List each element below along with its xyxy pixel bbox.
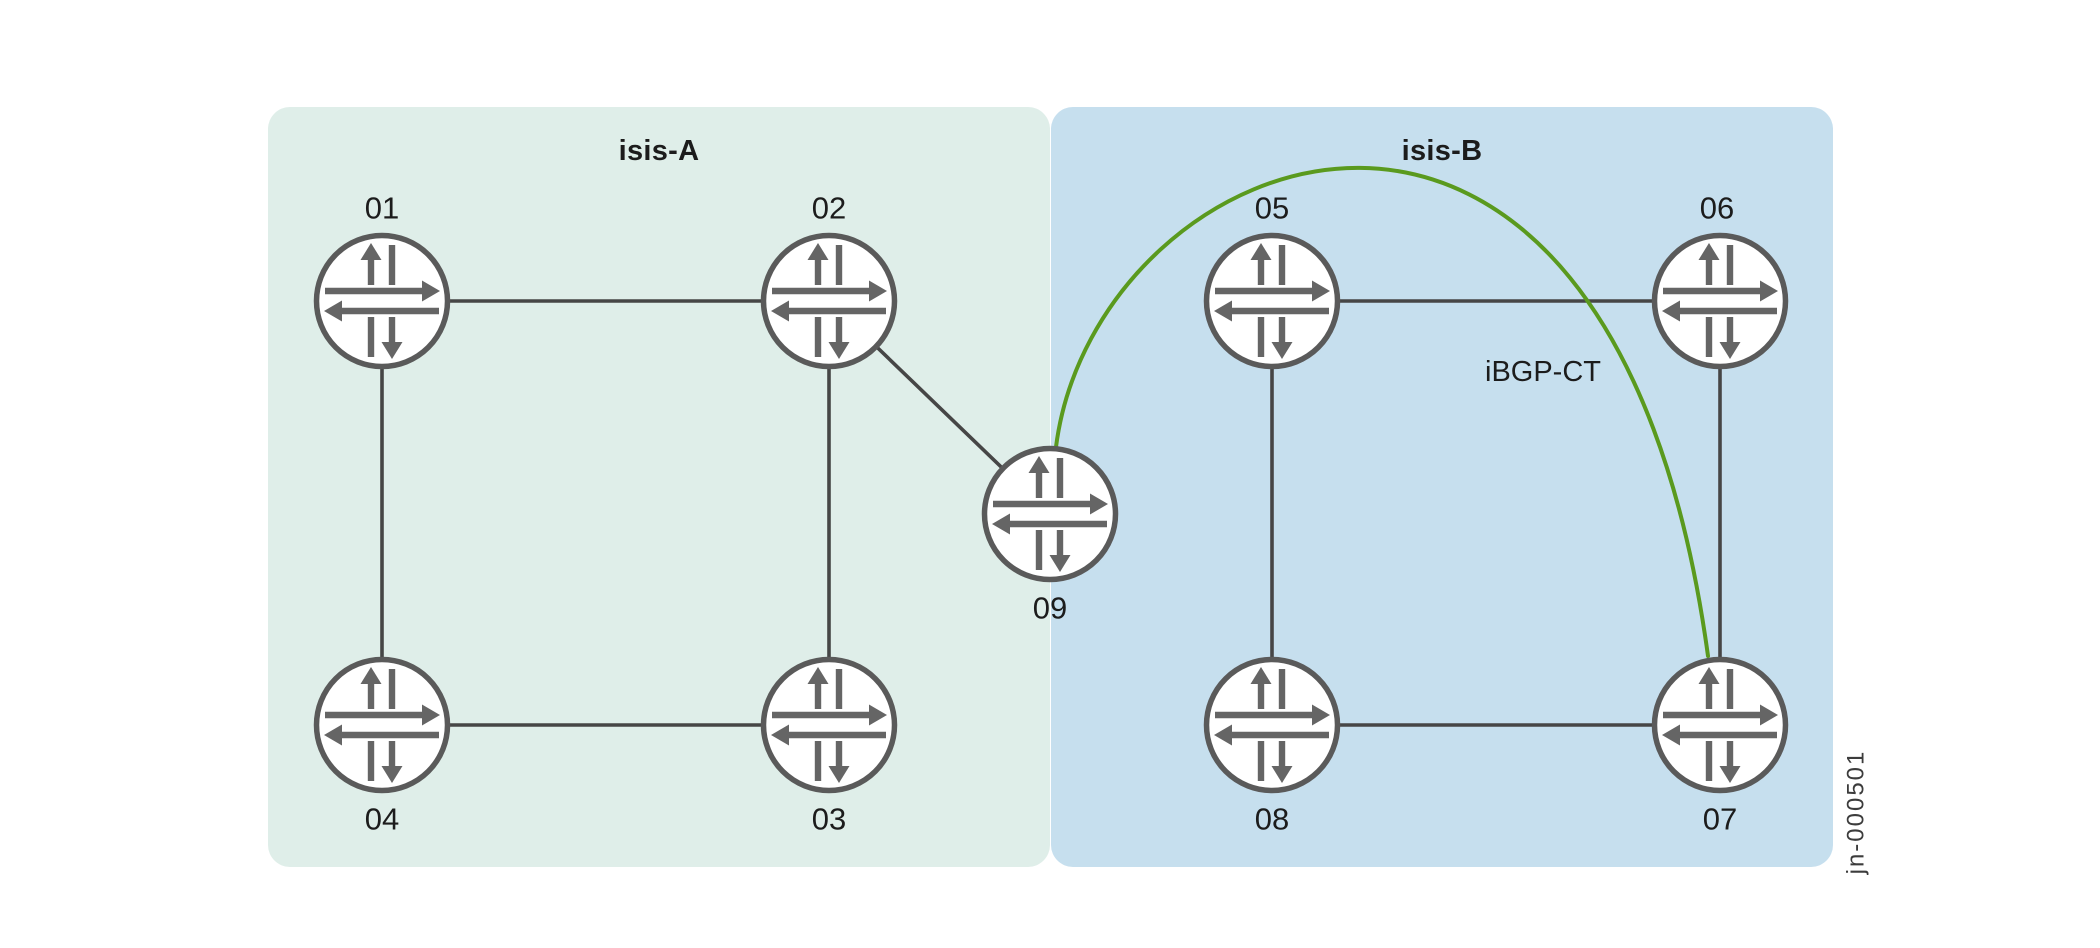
physical-links: [380, 299, 1722, 727]
router-node-06: [1655, 236, 1786, 367]
zone-isis-b-title: isis-B: [1401, 135, 1483, 167]
ibgp-ct-arc: [1054, 165, 1710, 658]
node-label-02: 02: [812, 191, 846, 226]
node-label-01: 01: [365, 191, 399, 226]
router-node-05: [1207, 236, 1338, 367]
node-label-08: 08: [1255, 802, 1289, 837]
figure-number: jn-000501: [1843, 750, 1870, 876]
router-node-04: [317, 660, 448, 791]
ibgp-ct-label: iBGP-CT: [1485, 356, 1601, 388]
node-label-03: 03: [812, 802, 846, 837]
router-node-01: [317, 236, 448, 367]
node-labels: 01 02 03 04 05 06 07 08 09: [365, 191, 1737, 837]
router-nodes: [317, 236, 1786, 791]
router-node-07: [1655, 660, 1786, 791]
node-label-05: 05: [1255, 191, 1289, 226]
node-label-07: 07: [1703, 802, 1737, 837]
node-label-06: 06: [1700, 191, 1734, 226]
node-label-09: 09: [1033, 591, 1067, 626]
zone-isis-a-title: isis-A: [618, 135, 700, 167]
node-label-04: 04: [365, 802, 399, 837]
router-node-03: [764, 660, 895, 791]
router-node-09: [985, 449, 1116, 580]
router-node-08: [1207, 660, 1338, 791]
router-node-02: [764, 236, 895, 367]
